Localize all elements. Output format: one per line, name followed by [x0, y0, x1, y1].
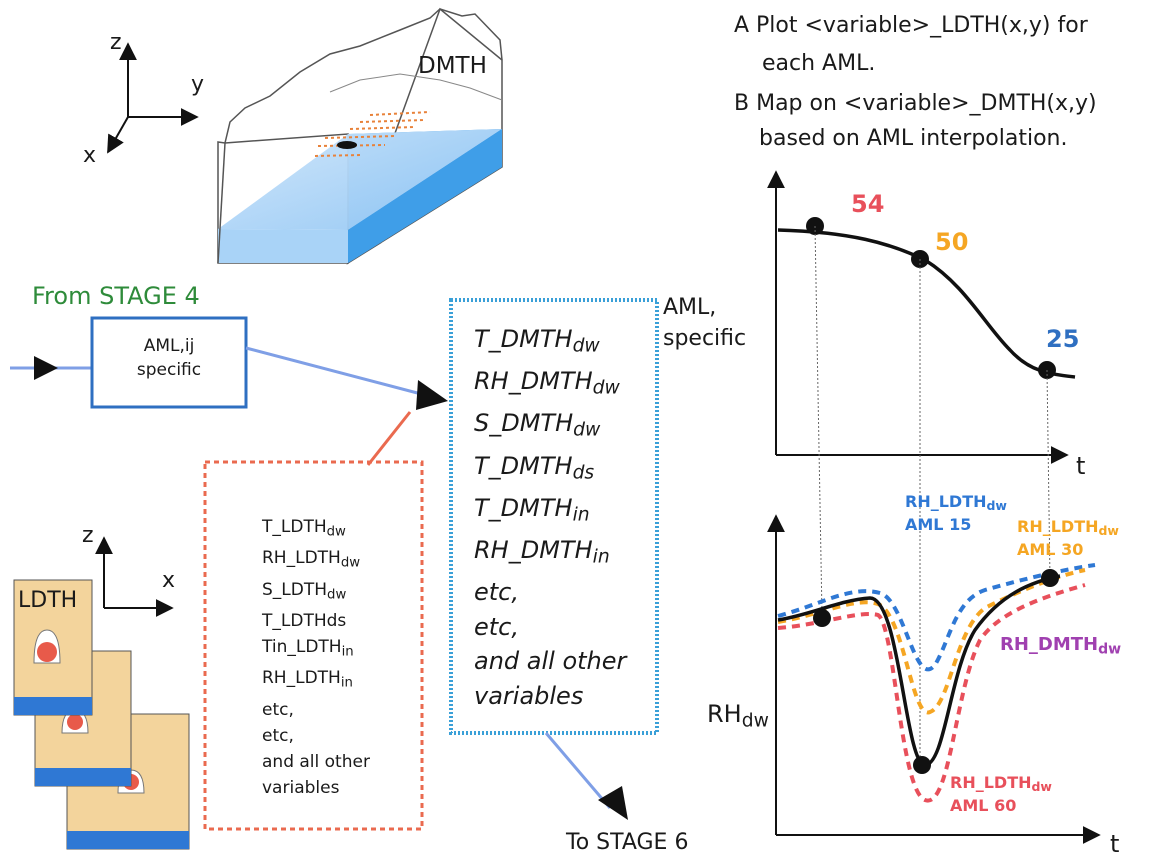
series-label-dmth: RH_DMTHdw [1000, 634, 1122, 658]
dmth-variables-box [449, 298, 659, 735]
series-dmth [777, 574, 1061, 767]
axes-2d [95, 536, 174, 617]
dmth-variable-item: etc, [474, 578, 519, 607]
guide-lines [814, 225, 1051, 765]
aml-specific-line2: specific [663, 326, 747, 351]
ldth-variable-item: etc, [262, 699, 294, 720]
bottom-point-1 [813, 609, 831, 627]
series-aml30 [777, 568, 1086, 715]
aml-box-line1: AML,ij [143, 336, 195, 356]
aml-specific-line1: AML, [663, 295, 717, 320]
input-arrowhead [34, 356, 58, 380]
bottom-chart-x-label: t [1110, 830, 1120, 858]
series-aml60 [777, 583, 1086, 803]
dmth-block-label: DMTH [418, 53, 487, 79]
to-stage-label: To STAGE 6 [566, 830, 689, 855]
axis3d-z-label: z [110, 30, 122, 55]
ldth-variable-item: T_LDTHdw [262, 517, 346, 540]
ldth-variable-item: and all other [262, 751, 370, 772]
dmth-variable-item: T_DMTHds [474, 451, 595, 484]
top-label-54: 54 [851, 190, 885, 218]
ldth-variable-item: etc, [262, 725, 294, 746]
to-stage6-arrowhead [598, 786, 628, 820]
ldth-tile-1 [13, 579, 93, 716]
aml-specific-label: AML, specific [663, 292, 746, 354]
dmth-variable-item: T_DMTHdw [474, 325, 600, 357]
dmth-variable-item: RH_DMTHin [474, 535, 610, 568]
ldth-variable-item: Tin_LDTHin [262, 636, 354, 660]
ldth-to-dmth-link [366, 411, 412, 466]
top-label-25: 25 [1046, 325, 1080, 353]
dmth-variable-item: S_DMTHdw [474, 409, 601, 442]
ldth-variable-item: T_LDTHds [262, 610, 347, 631]
from-stage-text: From STAGE 4 [32, 282, 200, 310]
note-a-line1: A Plot <variable>_LDTH(x,y) for [734, 13, 1088, 38]
bottom-chart [767, 514, 1101, 844]
dmth-block-3d [217, 7, 503, 265]
dmth-variable-item: T_DMTHin [474, 493, 590, 526]
dmth-variable-item: and all other [474, 647, 627, 676]
top-chart-axes [767, 170, 1069, 464]
axis3d-x-label: x [83, 143, 97, 168]
note-b-line2: based on AML interpolation. [759, 126, 1068, 151]
input-flow [10, 356, 92, 380]
top-label-50: 50 [935, 228, 969, 256]
ldth-variables-box [203, 460, 424, 831]
ldth-stack-label: LDTH [18, 588, 78, 613]
to-stage6-link [544, 732, 612, 809]
top-chart [767, 170, 1076, 464]
axes-3d [107, 42, 199, 154]
aml-ij-box [90, 316, 248, 409]
ldth-variable-item: RH_LDTHdw [262, 548, 361, 571]
top-chart-curve [777, 228, 1076, 379]
ldth-stack [13, 579, 190, 850]
note-b-line1: B Map on <variable>_DMTH(x,y) [734, 91, 1097, 116]
axis2d-z-label: z [82, 523, 94, 548]
bottom-chart-y-label: RHdw [707, 700, 769, 732]
dmth-variable-item: RH_DMTHdw [474, 367, 620, 399]
ldth-variable-item: RH_LDTHin [262, 668, 353, 691]
ldth-variable-item: variables [262, 777, 340, 798]
aml-to-dmth-link [245, 346, 426, 397]
from-stage-label: From STAGE 4 [32, 282, 200, 310]
aml-box-line2: specific [136, 360, 202, 380]
top-chart-x-label: t [1076, 452, 1086, 480]
dmth-variable-item: variables [474, 681, 584, 710]
aml-box-label: AML,ij specific [92, 334, 246, 382]
bottom-point-3 [1041, 569, 1059, 587]
ldth-variable-item: S_LDTHdw [262, 579, 347, 602]
axis3d-y-label: y [191, 72, 205, 97]
dmth-variable-item: etc, [474, 612, 519, 641]
note-a-line2: each AML. [762, 51, 876, 76]
bottom-point-2 [913, 756, 931, 774]
axis2d-x-label: x [162, 568, 176, 593]
aml-link-arrowhead [416, 380, 448, 410]
bottom-chart-axes [767, 514, 1101, 844]
